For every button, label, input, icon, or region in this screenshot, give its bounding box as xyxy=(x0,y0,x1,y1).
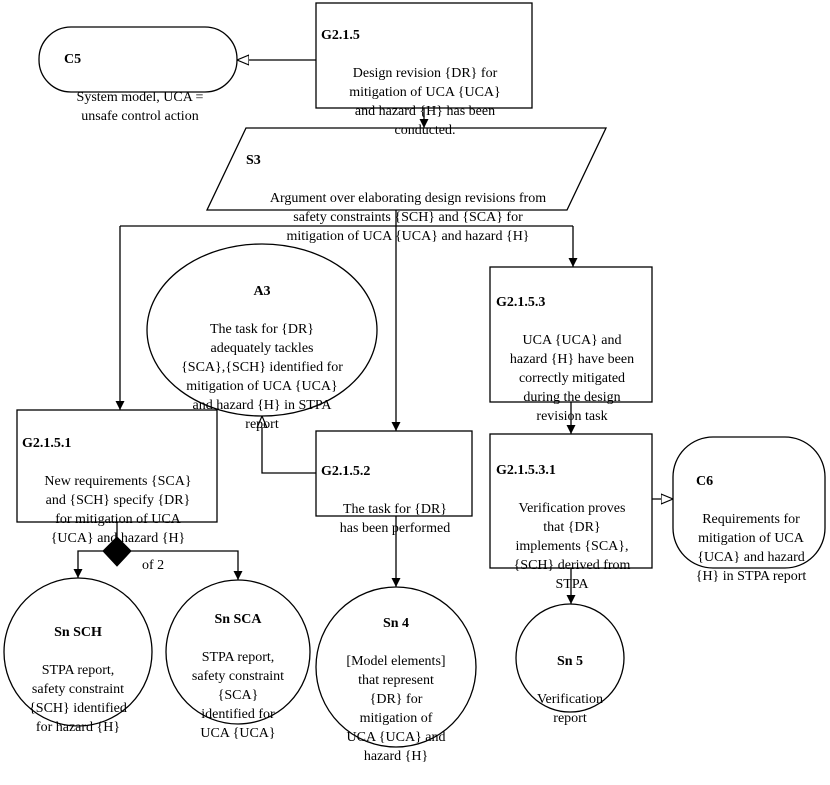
snsca-text: STPA report, safety constraint {SCA} ide… xyxy=(191,650,285,741)
g2151-shape xyxy=(16,409,218,523)
g21531-text: Verification proves that {DR} implements… xyxy=(513,501,631,592)
c6-id: C6 xyxy=(696,474,714,489)
g215-id: G2.1.5 xyxy=(321,28,360,43)
snsch-text: STPA report, safety constraint {SCH} ide… xyxy=(29,663,127,735)
diagram-canvas xyxy=(3,2,826,748)
c6-shape xyxy=(672,436,826,569)
c5-text: System model, UCA = unsafe control actio… xyxy=(76,90,204,124)
c6-node: C6 Requirements for mitigation of UCA {U… xyxy=(680,453,822,605)
sn4-node: Sn 4 [Model elements] that represent {DR… xyxy=(326,595,466,785)
g21531-id: G2.1.5.3.1 xyxy=(496,463,556,478)
sn5-id: Sn 5 xyxy=(556,654,584,669)
s3-shape xyxy=(205,127,608,211)
sn4-id: Sn 4 xyxy=(382,616,410,631)
g2152-node: G2.1.5.2 The task for {DR} has been perf… xyxy=(321,443,469,557)
sn5-shape xyxy=(515,603,625,713)
sn4-text: [Model elements] that represent {DR} for… xyxy=(346,654,446,764)
c5-node: C5 System model, UCA = unsafe control ac… xyxy=(50,31,230,145)
multiplicity-label: of 2 xyxy=(142,558,165,573)
snsch-node: Sn SCH STPA report, safety constraint {S… xyxy=(12,604,144,756)
edge-choice-snsca xyxy=(131,550,243,580)
g2152-shape xyxy=(315,430,473,517)
g2151-text: New requirements {SCA} and {SCH} specify… xyxy=(44,474,192,546)
snsca-node: Sn SCA STPA report, safety constraint {S… xyxy=(174,591,302,762)
edge-g2152-a3 xyxy=(262,416,316,474)
g2153-shape xyxy=(489,266,653,403)
c5-id: C5 xyxy=(64,52,82,67)
a3-node: A3 The task for {DR} adequately tackles … xyxy=(152,263,372,453)
choice-diamond xyxy=(102,536,132,567)
g215-shape xyxy=(315,2,533,109)
a3-text: The task for {DR} adequately tackles {SC… xyxy=(181,322,343,432)
g21531-node: G2.1.5.3.1 Verification proves that {DR}… xyxy=(496,442,648,613)
snsch-id: Sn SCH xyxy=(54,625,102,640)
g2151-node: G2.1.5.1 New requirements {SCA} and {SCH… xyxy=(22,415,214,567)
s3-text: Argument over elaborating design revisio… xyxy=(269,191,547,244)
sn5-text: Verification report xyxy=(536,692,604,726)
g2152-text: The task for {DR} has been performed xyxy=(339,502,451,536)
sn5-node: Sn 5 Verification report xyxy=(520,633,620,747)
g2153-node: G2.1.5.3 UCA {UCA} and hazard {H} have b… xyxy=(496,274,648,445)
s3-id: S3 xyxy=(246,153,261,168)
snsca-id: Sn SCA xyxy=(214,612,262,627)
c6-text: Requirements for mitigation of UCA {UCA}… xyxy=(695,512,807,584)
s3-node: S3 Argument over elaborating design revi… xyxy=(236,132,580,265)
g2153-id: G2.1.5.3 xyxy=(496,295,546,310)
g215-node: G2.1.5 Design revision {DR} for mitigati… xyxy=(321,7,529,159)
edge-choice-snsch xyxy=(73,550,103,578)
g2151-id: G2.1.5.1 xyxy=(22,436,72,451)
g2153-text: UCA {UCA} and hazard {H} have been corre… xyxy=(509,333,635,424)
a3-id: A3 xyxy=(253,284,271,299)
g215-text: Design revision {DR} for mitigation of U… xyxy=(349,66,501,138)
g2152-id: G2.1.5.2 xyxy=(321,464,371,479)
